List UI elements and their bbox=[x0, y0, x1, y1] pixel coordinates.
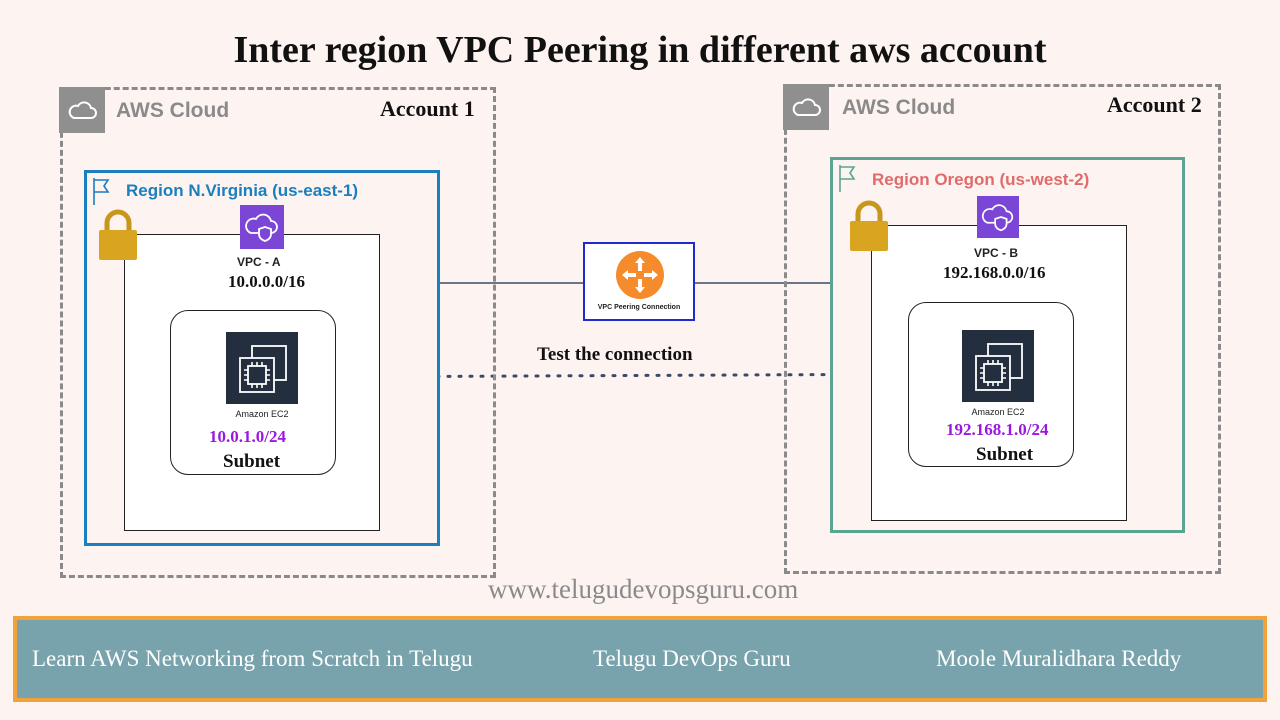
vpc-a-cidr: 10.0.0.0/16 bbox=[228, 272, 305, 291]
banner-channel: Telugu DevOps Guru bbox=[593, 646, 791, 671]
page-title: Inter region VPC Peering in different aw… bbox=[233, 29, 1047, 71]
flag-icon bbox=[834, 161, 862, 200]
test-connection-label: Test the connection bbox=[537, 344, 693, 365]
region-label-right: Region Oregon (us-west-2) bbox=[872, 170, 1090, 189]
aws-cloud-account-1 bbox=[60, 87, 496, 578]
account-2-label: Account 2 bbox=[1107, 92, 1202, 117]
subnet-a-cidr: 10.0.1.0/24 bbox=[209, 427, 286, 446]
cloud-icon bbox=[59, 87, 105, 133]
subnet-b-cidr: 192.168.1.0/24 bbox=[946, 420, 1049, 439]
ec2-chip-icon bbox=[226, 332, 298, 409]
cloud-icon bbox=[783, 84, 829, 130]
vpc-a-name: VPC - A bbox=[237, 255, 281, 269]
flag-icon bbox=[88, 174, 116, 213]
router-icon bbox=[615, 250, 665, 305]
subnet-a-label: Subnet bbox=[223, 451, 281, 472]
banner-course: Learn AWS Networking from Scratch in Tel… bbox=[32, 646, 473, 671]
website-url: www.telugudevopsguru.com bbox=[488, 574, 799, 604]
vpc-b-cidr: 192.168.0.0/16 bbox=[943, 263, 1046, 282]
subnet-b-label: Subnet bbox=[976, 444, 1034, 465]
vpc-shield-icon bbox=[977, 196, 1019, 243]
vpc-b-name: VPC - B bbox=[974, 246, 1019, 260]
ec2-label-right: Amazon EC2 bbox=[971, 407, 1025, 417]
lock-icon bbox=[97, 209, 139, 266]
footer-banner bbox=[13, 616, 1267, 702]
peering-label: VPC Peering Connection bbox=[597, 304, 681, 311]
banner-author: Moole Muralidhara Reddy bbox=[936, 646, 1182, 671]
aws-cloud-account-2 bbox=[784, 84, 1221, 574]
account-1-label: Account 1 bbox=[380, 96, 475, 121]
lock-icon bbox=[848, 200, 890, 257]
ec2-label-left: Amazon EC2 bbox=[235, 409, 289, 419]
region-label-left: Region N.Virginia (us-east-1) bbox=[126, 181, 359, 200]
ec2-chip-icon bbox=[962, 330, 1034, 407]
vpc-shield-icon bbox=[240, 205, 284, 254]
aws-cloud-label: AWS Cloud bbox=[116, 99, 230, 122]
aws-cloud-label: AWS Cloud bbox=[842, 96, 956, 119]
